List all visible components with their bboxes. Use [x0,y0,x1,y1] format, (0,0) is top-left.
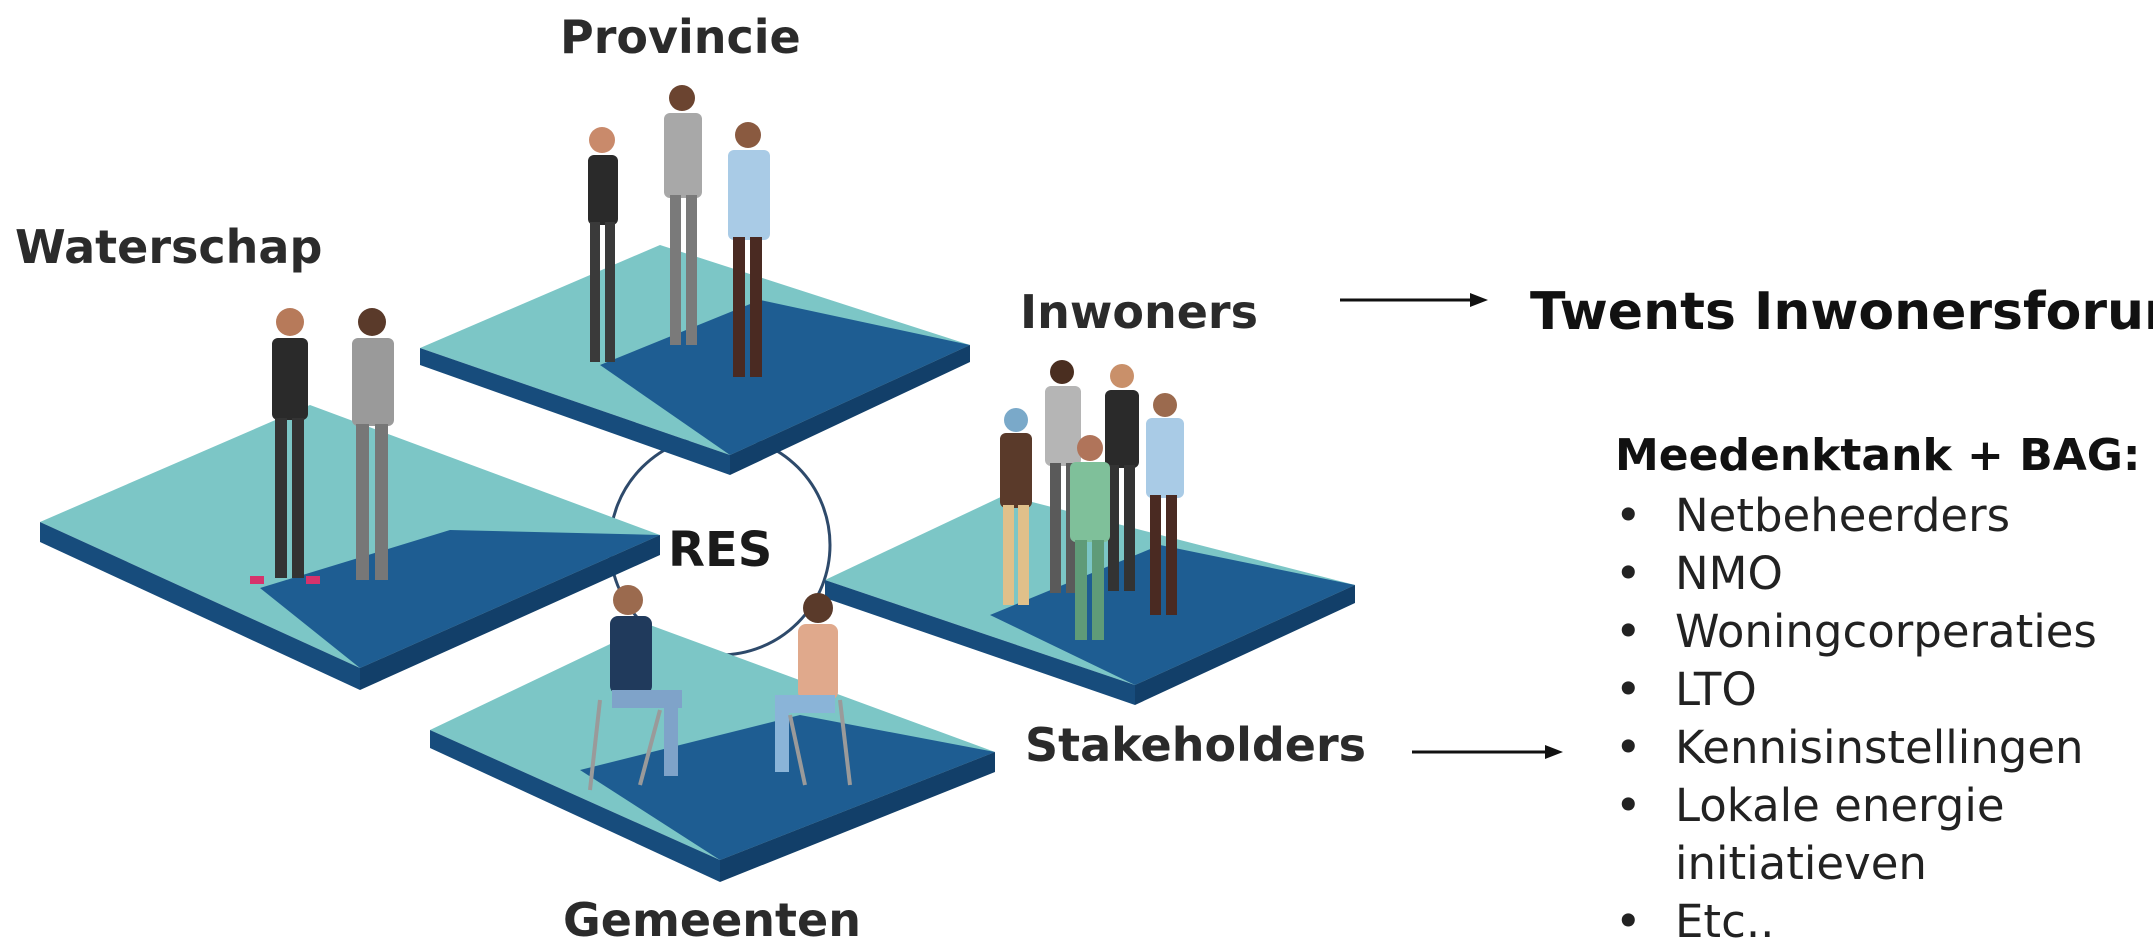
list-item-text: NMO [1675,547,1783,600]
person-figure [352,308,394,580]
person-figure [588,585,682,791]
list-item: • Etc.. [1615,893,2153,951]
bullet-icon: • [1615,489,1642,542]
inwoners-figures [1000,360,1184,640]
label-waterschap: Waterschap [15,220,323,274]
label-stakeholders: Stakeholders [1025,718,1367,772]
label-res: RES [668,522,773,578]
bullet-icon: • [1615,663,1642,716]
list-item: • Netbeheerders [1615,487,2153,545]
person-figure [664,85,702,345]
list-item-text: Lokale energie initiatieven [1675,779,2005,890]
list-item: • LTO [1615,661,2153,719]
waterschap-figures [250,308,394,584]
list-item-text: LTO [1675,663,1757,716]
list-item-text: Netbeheerders [1675,489,2011,542]
person-figure [1070,435,1110,640]
bullet-icon: • [1615,605,1642,658]
gemeenten-platform [430,625,995,882]
provincie-figures [588,85,770,377]
stakeholder-list-title: Meedenktank + BAG: [1615,430,2141,481]
list-item: • NMO [1615,545,2153,603]
list-item: • Kennisinstellingen [1615,719,2153,777]
label-provincie: Provincie [560,10,801,64]
person-figure [1000,408,1032,605]
list-item: • Woningcorperaties [1615,603,2153,661]
person-figure [775,593,852,786]
list-item: • Lokale energie initiatieven [1615,777,2153,893]
person-figure [250,308,320,584]
provincie-platform [420,245,970,475]
label-gemeenten: Gemeenten [563,893,861,947]
waterschap-platform [40,405,660,690]
person-figure [728,122,770,377]
person-figure [1105,364,1139,591]
bullet-icon: • [1615,721,1642,774]
list-item-text: Kennisinstellingen [1675,721,2084,774]
bullet-icon: • [1615,547,1642,600]
person-figure [588,127,618,362]
label-inwoners: Inwoners [1020,285,1258,339]
forum-title: Twents Inwonersforum [1530,282,2153,342]
stakeholder-list: • Netbeheerders • NMO • Woningcorperaties •… [1615,487,2153,951]
gemeenten-figures [588,585,852,791]
person-figure [1146,393,1184,615]
bullet-icon: • [1615,779,1642,832]
list-item-text: Woningcorperaties [1675,605,2097,658]
arrow-to-list [1412,745,1563,759]
list-item-text: Etc.. [1675,895,1775,948]
bullet-icon: • [1615,895,1642,948]
arrow-to-forum [1340,293,1488,307]
